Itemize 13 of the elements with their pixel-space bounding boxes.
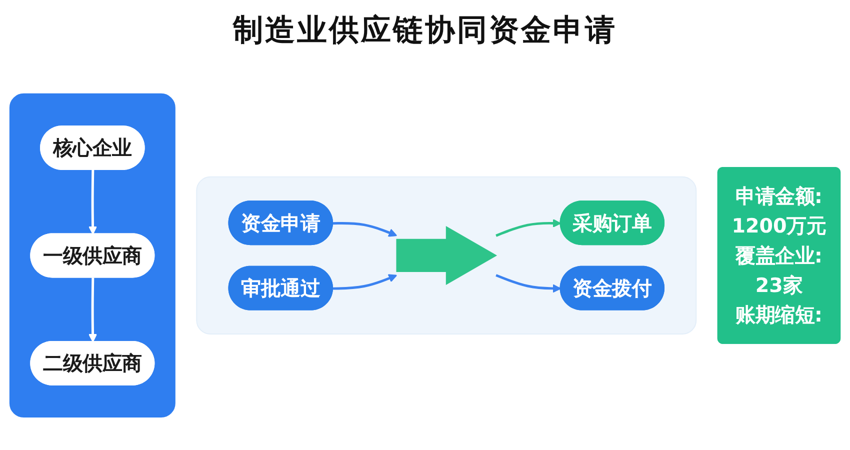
arrow bbox=[88, 277, 98, 342]
process-box: 资金申请 bbox=[228, 200, 333, 245]
block-arrow bbox=[396, 225, 498, 285]
process-box: 一级供应商 bbox=[30, 232, 155, 278]
arrow bbox=[88, 170, 98, 234]
stats-bar: 申请金额: 1200万元 覆盖企业: 23家 账期缩短: bbox=[717, 166, 841, 344]
arrow bbox=[496, 274, 562, 292]
process-box: 二级供应商 bbox=[30, 340, 155, 385]
diagram-title: 制造业供应链协同资金申请 bbox=[233, 12, 617, 50]
arrow bbox=[332, 222, 398, 236]
process-box: 采购订单 bbox=[560, 200, 665, 245]
arrow bbox=[496, 218, 562, 236]
arrow bbox=[332, 274, 398, 290]
